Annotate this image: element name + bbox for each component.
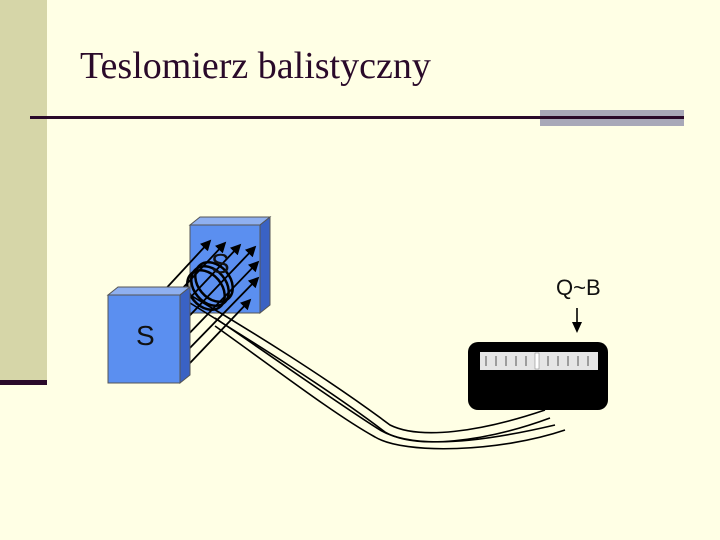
side-decor-accent (0, 380, 47, 385)
side-decor-strip (0, 0, 47, 383)
back-pole-label: S (211, 248, 230, 279)
connecting-wires (189, 294, 566, 450)
title-rule (30, 116, 684, 119)
galvanometer-scale-ticks (485, 356, 589, 366)
slide-title: Teslomierz balistyczny (80, 45, 431, 87)
ballistic-galvanometer (468, 342, 608, 410)
front-magnet-pole (106, 285, 192, 385)
search-coil (186, 261, 234, 311)
charge-proportional-label: Q~B (556, 275, 601, 300)
galvanometer-needle (534, 352, 540, 370)
front-pole-label: S (136, 320, 155, 351)
reading-arrow (572, 308, 582, 333)
